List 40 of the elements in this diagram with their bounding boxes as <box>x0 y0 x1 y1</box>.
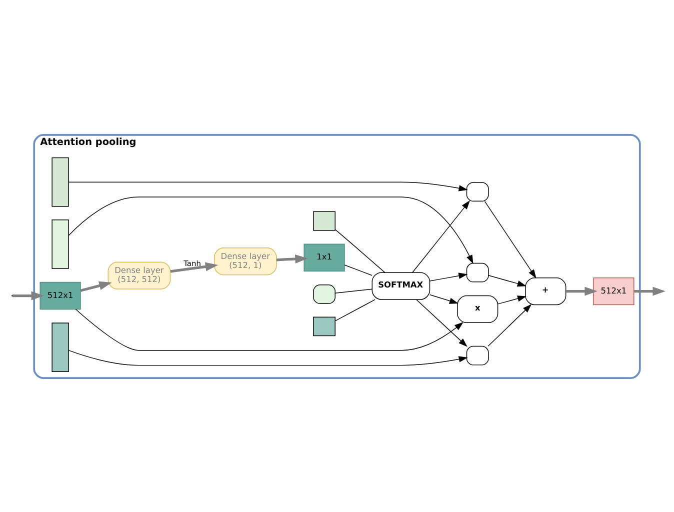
node-box: 512x1 <box>40 281 81 310</box>
arrow <box>634 286 666 296</box>
arrow <box>488 304 532 346</box>
arrow <box>498 295 527 304</box>
arrow <box>68 196 474 264</box>
node-box: 512x1 <box>593 276 634 305</box>
arrow <box>68 181 468 191</box>
node-box <box>466 182 489 202</box>
connector <box>334 228 386 272</box>
arrow <box>430 294 458 304</box>
arrow <box>80 280 112 292</box>
node-box <box>466 262 489 282</box>
arrow <box>484 200 536 278</box>
node-box <box>313 316 336 336</box>
node-bar <box>52 322 69 372</box>
arrow <box>416 298 468 346</box>
arrow <box>430 272 468 281</box>
connector <box>334 288 372 294</box>
node-box: 1x1 <box>304 243 345 271</box>
arrow <box>68 349 468 366</box>
arrow <box>412 200 470 272</box>
arrow <box>75 308 464 350</box>
node-box: x <box>457 294 498 323</box>
node-box <box>313 284 336 304</box>
arrow <box>12 290 44 300</box>
node-box: Dense layer (512, 512) <box>108 261 171 289</box>
node-box <box>466 345 489 365</box>
node-bar <box>52 156 69 206</box>
arrow <box>276 254 308 263</box>
node-box: SOFTMAX <box>372 272 430 300</box>
arrow <box>566 286 598 296</box>
connector <box>334 298 376 321</box>
arrow <box>170 262 218 272</box>
edge-label: Tanh <box>184 258 201 268</box>
node-box <box>313 210 336 230</box>
node-bar <box>52 218 69 268</box>
node-box: + <box>525 276 566 305</box>
node-box: Dense layer (512, 1) <box>214 247 277 275</box>
connector <box>344 264 372 276</box>
arrow <box>488 274 526 286</box>
